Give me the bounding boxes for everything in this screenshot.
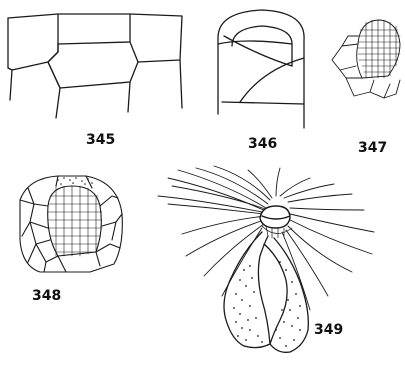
figure-347 <box>332 20 400 98</box>
figure-348 <box>20 176 122 272</box>
figure-348-label: 348 <box>32 288 61 304</box>
figure-346 <box>218 10 304 128</box>
figure-345-label: 345 <box>86 132 115 148</box>
figure-346-label: 346 <box>248 136 277 152</box>
figure-345 <box>8 14 182 118</box>
figure-349-label: 349 <box>314 322 343 338</box>
figure-347-label: 347 <box>358 140 387 156</box>
